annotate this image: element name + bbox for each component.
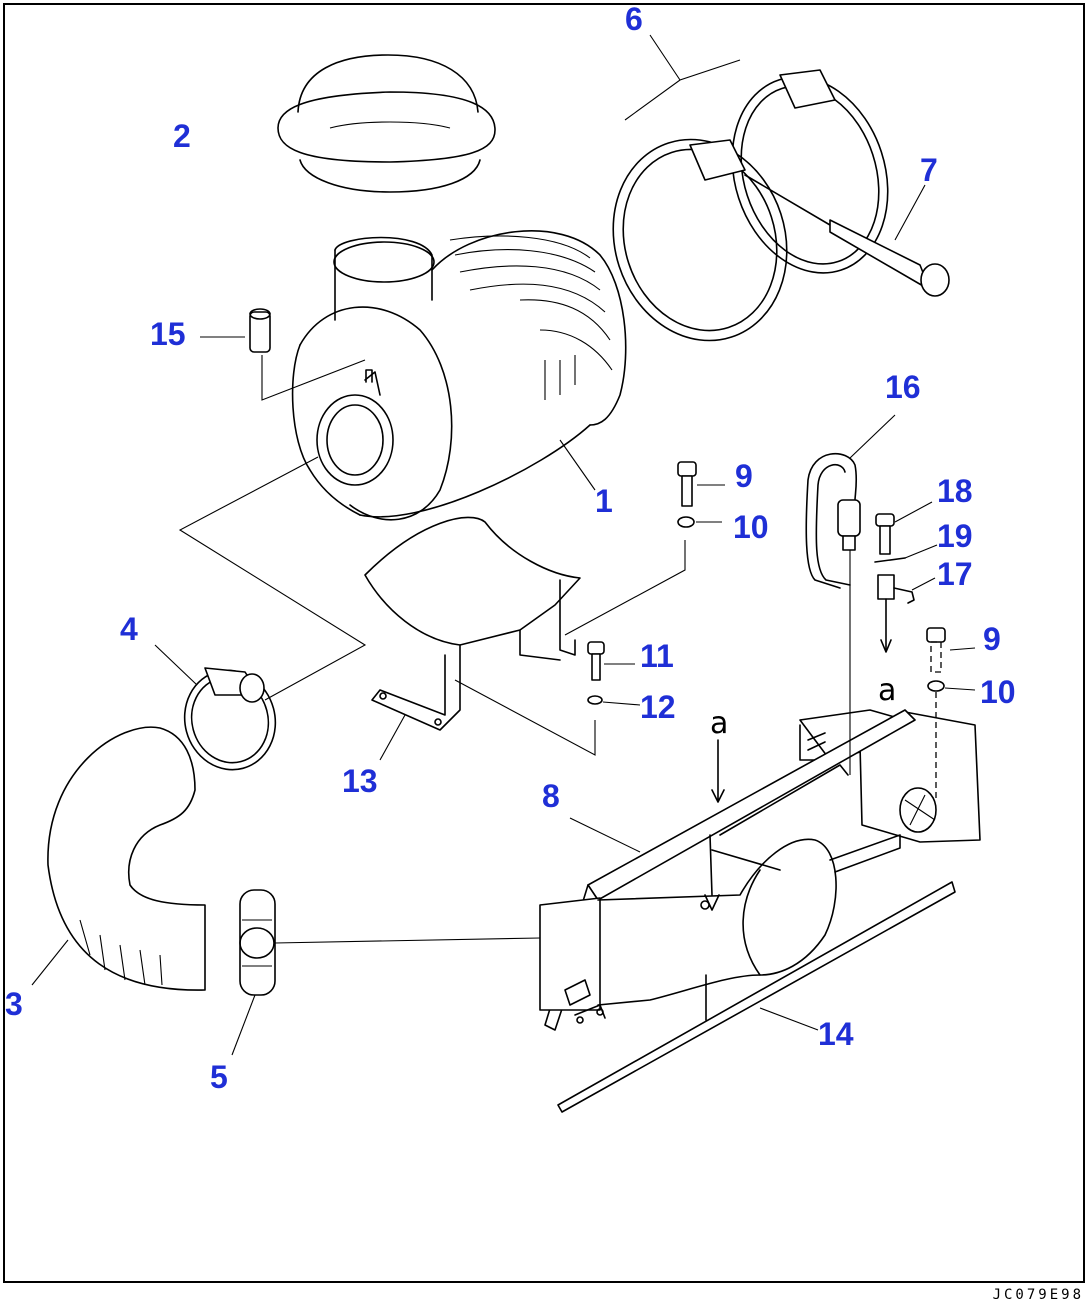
label-part-7: 7 — [920, 152, 938, 188]
label-part-4: 4 — [120, 611, 138, 647]
label-part-9-lower: 9 — [983, 621, 1001, 657]
part-14-rubber-strip — [557, 881, 956, 1113]
leader-7 — [894, 184, 926, 241]
label-part-11: 11 — [640, 638, 674, 674]
label-part-8: 8 — [542, 778, 560, 814]
leader-8 — [569, 817, 641, 853]
leader-14 — [759, 1007, 819, 1031]
part-15-plug — [249, 308, 366, 401]
ref-letter-a-right: a — [878, 673, 896, 708]
label-part-2: 2 — [173, 118, 191, 154]
label-part-13: 13 — [342, 763, 378, 799]
drawing-code: JC079E98 — [992, 1287, 1084, 1303]
part-16-hose-indicator — [805, 452, 861, 589]
leader-5 — [231, 994, 256, 1056]
leader-6 — [624, 34, 741, 121]
part-17-clip — [877, 574, 915, 653]
part-12-washer — [587, 695, 641, 706]
label-part-1: 1 — [595, 483, 613, 519]
label-part-17: 17 — [937, 556, 973, 592]
leader-3 — [31, 939, 69, 986]
label-part-15: 15 — [150, 316, 186, 352]
part-7-bolt — [744, 174, 950, 297]
assembly-line-5-8 — [274, 937, 541, 944]
label-part-14: 14 — [818, 1016, 854, 1052]
label-part-18: 18 — [937, 473, 973, 509]
part-11-bolt — [587, 641, 635, 681]
label-part-3: 3 — [5, 986, 23, 1022]
part-8-mounting-bracket — [539, 709, 981, 1031]
leader-4 — [154, 644, 198, 686]
label-part-5: 5 — [210, 1059, 228, 1095]
label-part-12: 12 — [640, 689, 676, 725]
label-part-10-lower: 10 — [980, 674, 1016, 710]
part-9-bolt-upper — [677, 461, 725, 507]
drawing-frame — [3, 3, 1085, 1283]
leader-17 — [911, 577, 936, 591]
leader-1 — [559, 439, 596, 491]
ref-letter-a-left: a — [710, 706, 728, 741]
part-4-hose-clamp — [183, 667, 277, 771]
label-part-6: 6 — [625, 1, 643, 37]
label-part-10-upper: 10 — [733, 509, 769, 545]
assembly-line-1-13 — [178, 456, 367, 701]
part-9-bolt-lower — [926, 627, 976, 673]
part-6-band-clamps — [612, 69, 889, 342]
arrow-a-left — [711, 739, 725, 803]
part-3-elbow-hose — [47, 726, 206, 991]
assembly-line-13-10 — [564, 540, 686, 636]
part-5-clamp — [239, 889, 276, 996]
part-2-cover-cap — [277, 54, 496, 193]
leader-16 — [849, 414, 896, 459]
part-10-washer-lower — [927, 680, 976, 692]
leader-13 — [379, 714, 406, 761]
part-19-washer — [874, 544, 938, 563]
part-13-bracket — [364, 516, 581, 731]
label-part-16: 16 — [885, 369, 921, 405]
assembly-line-13-12 — [454, 679, 596, 756]
label-part-19: 19 — [937, 518, 973, 554]
part-18-bolt — [875, 501, 933, 555]
part-10-washer-upper — [677, 516, 722, 528]
part-1-air-cleaner-body — [291, 230, 627, 521]
label-part-9-upper: 9 — [735, 458, 753, 494]
